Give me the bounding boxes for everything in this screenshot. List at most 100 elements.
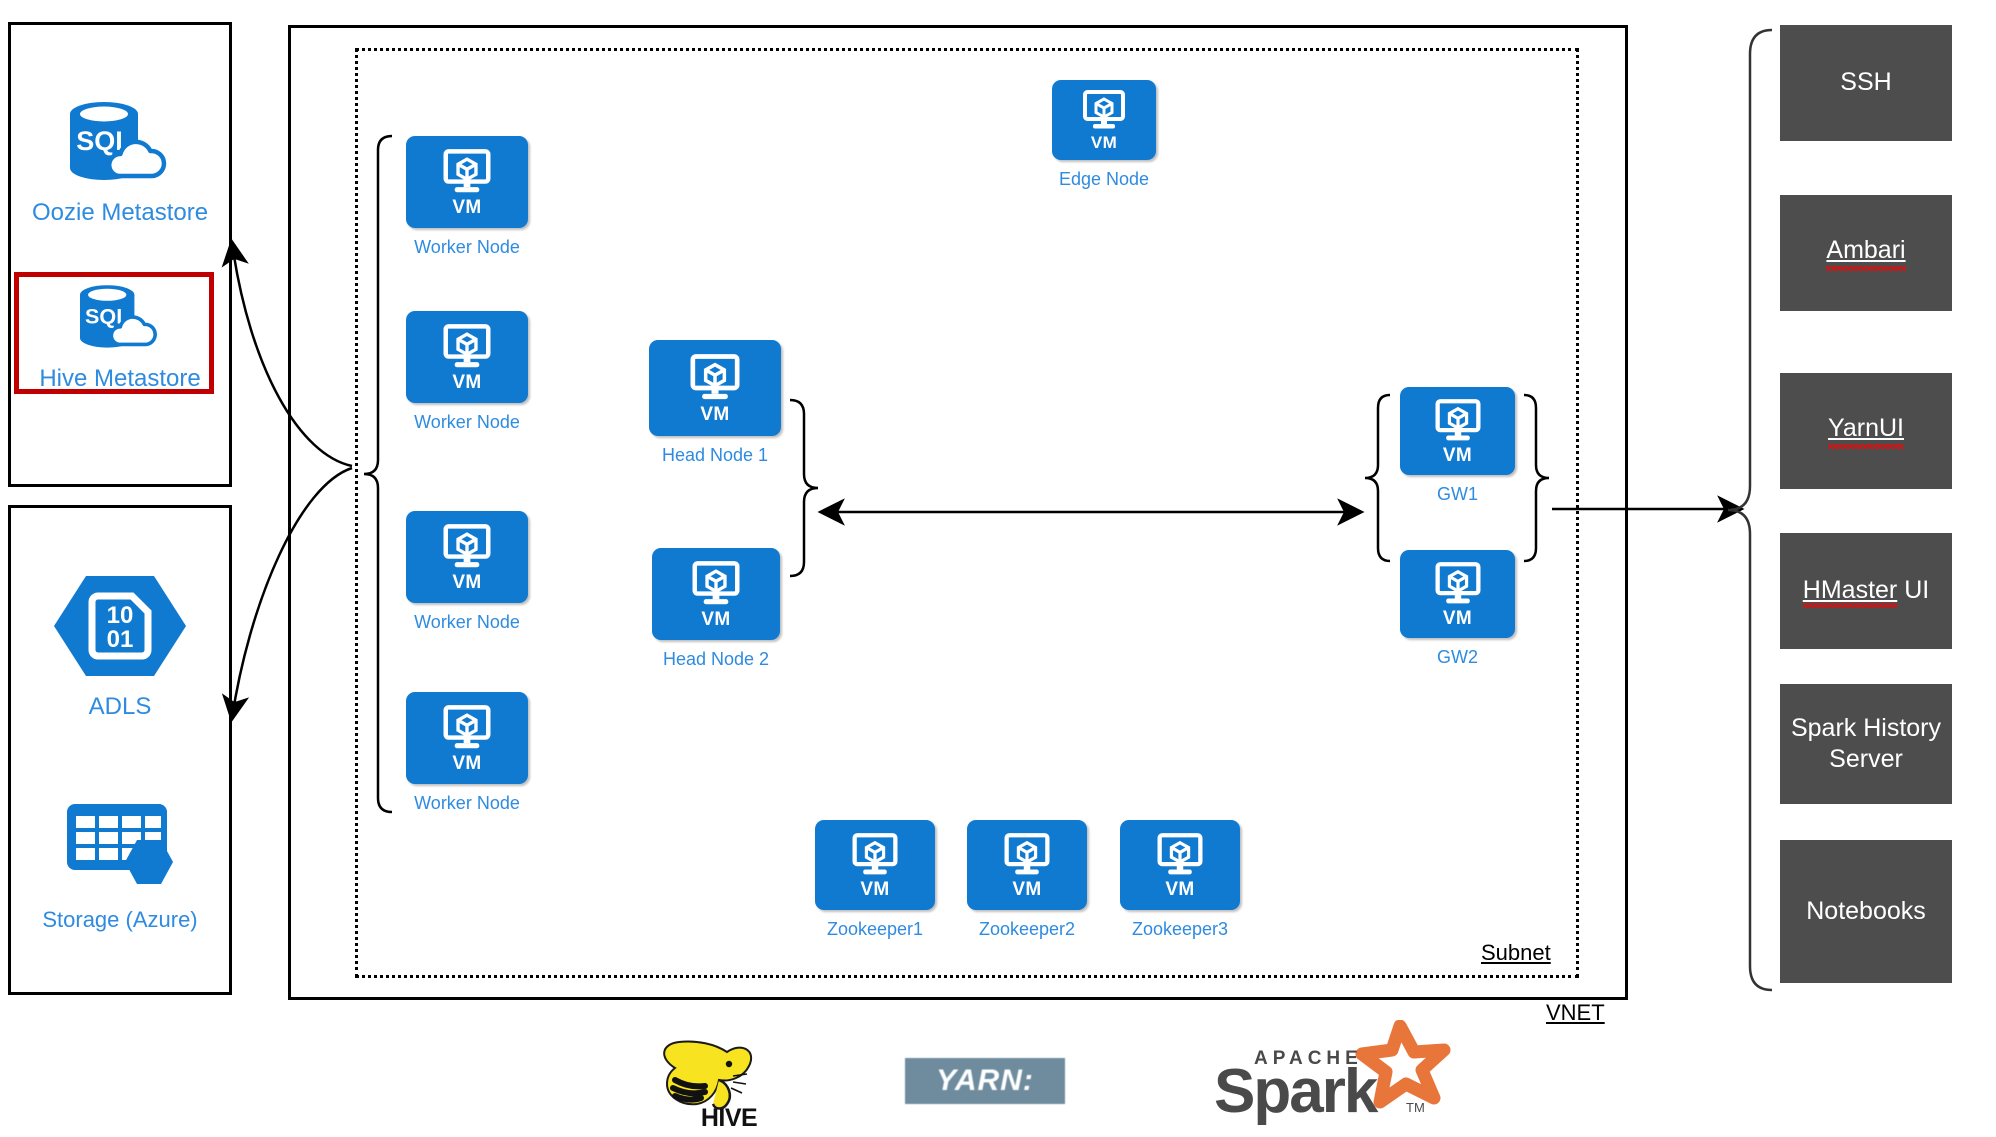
service-notebooks[interactable]: Notebooks [1780, 840, 1952, 983]
service-yarnui[interactable]: YarnUI [1780, 373, 1952, 489]
vm-monitor-icon [1001, 832, 1053, 877]
vm-monitor-icon [1154, 832, 1206, 877]
vm-text: VM [1165, 878, 1195, 900]
node-zookeeper-1[interactable]: VM Zookeeper1 [815, 820, 935, 940]
hive-metastore-label: Hive Metastore [39, 365, 201, 392]
service-hmaster-ui[interactable]: HMaster UI [1780, 533, 1952, 649]
service-ssh[interactable]: SSH [1780, 25, 1952, 141]
vm-text: VM [452, 196, 482, 218]
node-gateway-2[interactable]: VM GW2 [1400, 550, 1515, 668]
vm-monitor-icon [689, 560, 743, 607]
subnet-label: Subnet [1481, 940, 1551, 965]
sql-database-icon: SQL [62, 282, 178, 359]
svg-text:10: 10 [107, 602, 134, 629]
oozie-metastore[interactable]: SQL Oozie Metastore [32, 98, 208, 227]
node-worker-1[interactable]: VM Worker Node [406, 136, 528, 258]
service-spark-history-server[interactable]: Spark History Server [1780, 684, 1952, 804]
node-zookeeper-3[interactable]: VM Zookeeper3 [1120, 820, 1240, 940]
yarn-wordmark: YARN: [936, 1064, 1034, 1097]
vm-text: VM [452, 371, 482, 393]
node-label: Worker Node [414, 793, 520, 813]
svg-text:01: 01 [107, 626, 134, 653]
vm-monitor-icon [1080, 89, 1128, 131]
spark-wordmark: Spark [1214, 1057, 1379, 1126]
azure-storage-label: Storage (Azure) [42, 907, 198, 932]
vm-monitor-icon [440, 523, 494, 570]
vm-text: VM [1442, 607, 1473, 629]
service-label-underlined: HMaster [1802, 576, 1898, 608]
azure-storage-icon [61, 800, 179, 901]
vm-tile: VM [652, 548, 780, 640]
vm-text: VM [860, 878, 890, 900]
oozie-metastore-label: Oozie Metastore [31, 199, 209, 226]
vm-tile: VM [406, 511, 528, 603]
vm-text: VM [1090, 133, 1118, 152]
apache-yarn-logo: YARN: [905, 1058, 1065, 1104]
vm-tile: VM [649, 340, 781, 436]
node-head-2[interactable]: VM Head Node 2 [652, 548, 780, 670]
vm-text: VM [1012, 878, 1042, 900]
vm-monitor-icon [440, 323, 494, 370]
adls-resource[interactable]: 10 01 ADLS [40, 570, 200, 721]
vm-monitor-icon [440, 148, 494, 195]
vm-monitor-icon [1432, 398, 1484, 443]
apache-hive-logo: HIVE [645, 1028, 773, 1137]
service-label: Notebooks [1806, 896, 1926, 925]
hive-metastore-highlight [14, 272, 214, 394]
node-label: GW1 [1436, 484, 1478, 504]
node-label: Head Node 2 [662, 649, 770, 669]
spark-trademark: TM [1406, 1100, 1425, 1115]
node-head-1[interactable]: VM Head Node 1 [649, 340, 781, 466]
service-label-plain: UI [1897, 576, 1930, 605]
node-label: Head Node 1 [661, 445, 769, 465]
service-label: SSH [1840, 68, 1892, 97]
node-label: Worker Node [414, 237, 520, 257]
node-worker-3[interactable]: VM Worker Node [406, 511, 528, 633]
vm-tile: VM [1400, 550, 1515, 638]
node-worker-2[interactable]: VM Worker Node [406, 311, 528, 433]
sql-database-icon: SQL [58, 98, 182, 193]
vm-tile: VM [1120, 820, 1240, 910]
node-zookeeper-2[interactable]: VM Zookeeper2 [967, 820, 1087, 940]
node-label: Edge Node [1058, 169, 1150, 189]
vm-monitor-icon [440, 704, 494, 751]
vm-tile: VM [406, 136, 528, 228]
vm-text: VM [701, 608, 731, 630]
hive-metastore[interactable]: SQL Hive Metastore [39, 282, 201, 393]
vm-tile: VM [406, 311, 528, 403]
vm-tile: VM [967, 820, 1087, 910]
azure-storage-resource[interactable]: Storage (Azure) [40, 800, 200, 933]
vm-tile: VM [1400, 387, 1515, 475]
vm-tile: VM [406, 692, 528, 784]
vm-text: VM [700, 403, 730, 425]
services-group-bracket [1727, 28, 1773, 992]
node-label: Worker Node [414, 412, 520, 432]
metastore-panel [8, 22, 232, 487]
node-worker-4[interactable]: VM Worker Node [406, 692, 528, 814]
service-label: HMaster UI [1802, 575, 1930, 608]
vm-text: VM [1442, 444, 1473, 466]
node-label: GW2 [1436, 647, 1478, 667]
vm-tile: VM [815, 820, 935, 910]
vm-monitor-icon [687, 353, 743, 402]
spark-apache-word: APACHE [1254, 1048, 1363, 1069]
vm-text: VM [452, 752, 482, 774]
node-label: Zookeeper3 [1131, 919, 1229, 939]
service-ambari[interactable]: Ambari [1780, 195, 1952, 311]
node-label: Zookeeper1 [826, 919, 924, 939]
node-label: Zookeeper2 [978, 919, 1076, 939]
adls-hexagon-icon: 10 01 [52, 570, 188, 687]
vnet-label: VNET [1546, 1000, 1605, 1025]
node-gateway-1[interactable]: VM GW1 [1400, 387, 1515, 505]
apache-spark-logo: APACHE Spark TM [1208, 1019, 1456, 1133]
service-label: YarnUI [1828, 413, 1904, 448]
node-label: Worker Node [414, 612, 520, 632]
hive-wordmark: HIVE [701, 1104, 757, 1132]
adls-label: ADLS [88, 693, 152, 720]
service-label: Ambari [1826, 235, 1906, 270]
node-edge[interactable]: VM Edge Node [1049, 80, 1159, 190]
vm-text: VM [452, 571, 482, 593]
vm-monitor-icon [849, 832, 901, 877]
vm-monitor-icon [1432, 561, 1484, 606]
